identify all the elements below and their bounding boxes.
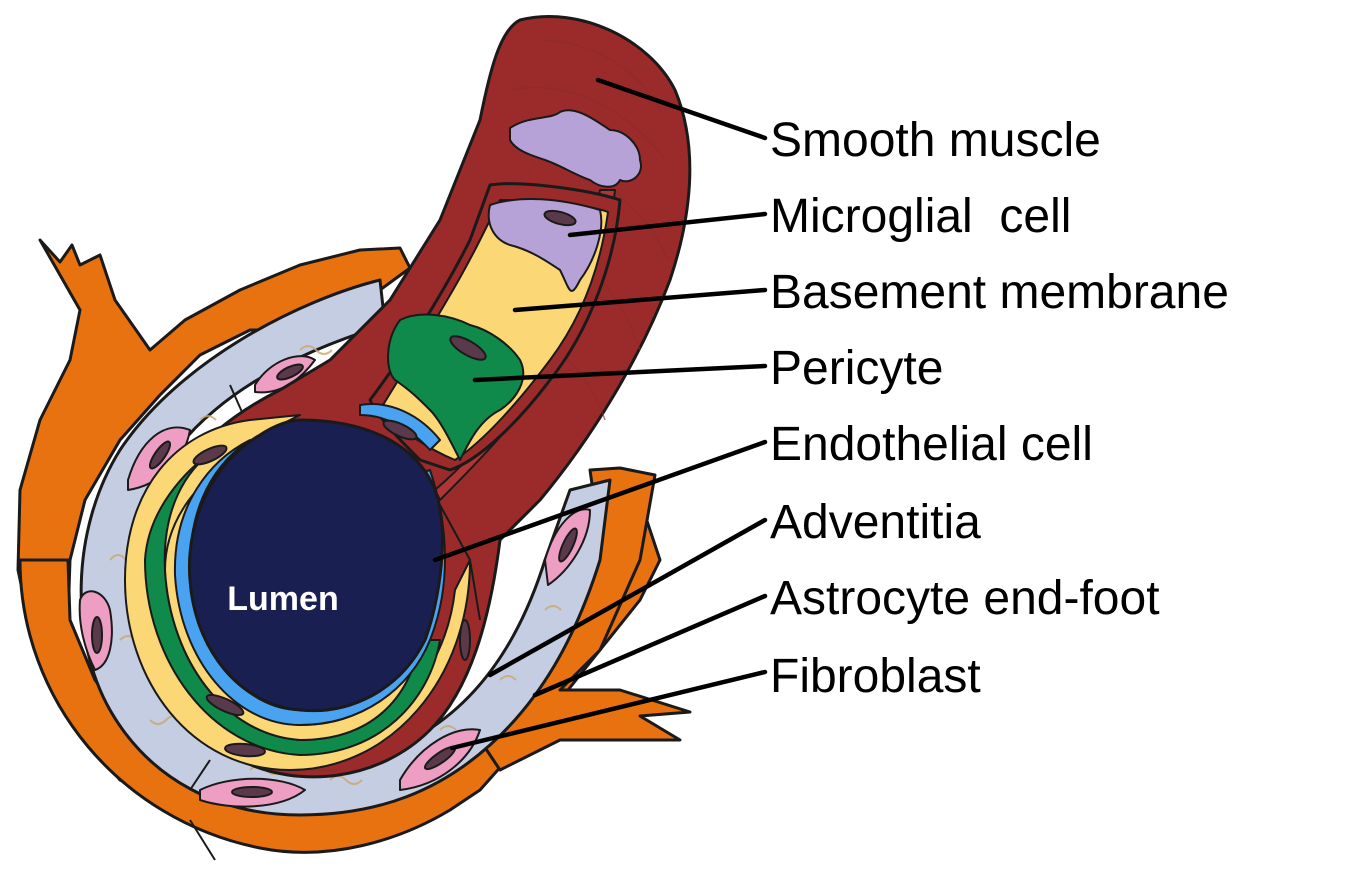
label-smooth-muscle: Smooth muscle xyxy=(770,114,1101,167)
label-fibroblast: Fibroblast xyxy=(770,650,981,703)
label-microglial-cell: Microglial cell xyxy=(770,190,1071,243)
label-adventitia: Adventitia xyxy=(770,496,981,549)
lumen: Lumen xyxy=(189,420,442,711)
label-endothelial-cell: Endothelial cell xyxy=(770,418,1093,471)
label-basement-membrane: Basement membrane xyxy=(770,266,1229,319)
label-astrocyte-end-foot: Astrocyte end-foot xyxy=(770,572,1160,625)
lumen-label: Lumen xyxy=(227,580,338,618)
labels: Smooth muscle Microglial cell Basement m… xyxy=(770,114,1229,703)
label-pericyte: Pericyte xyxy=(770,342,943,395)
